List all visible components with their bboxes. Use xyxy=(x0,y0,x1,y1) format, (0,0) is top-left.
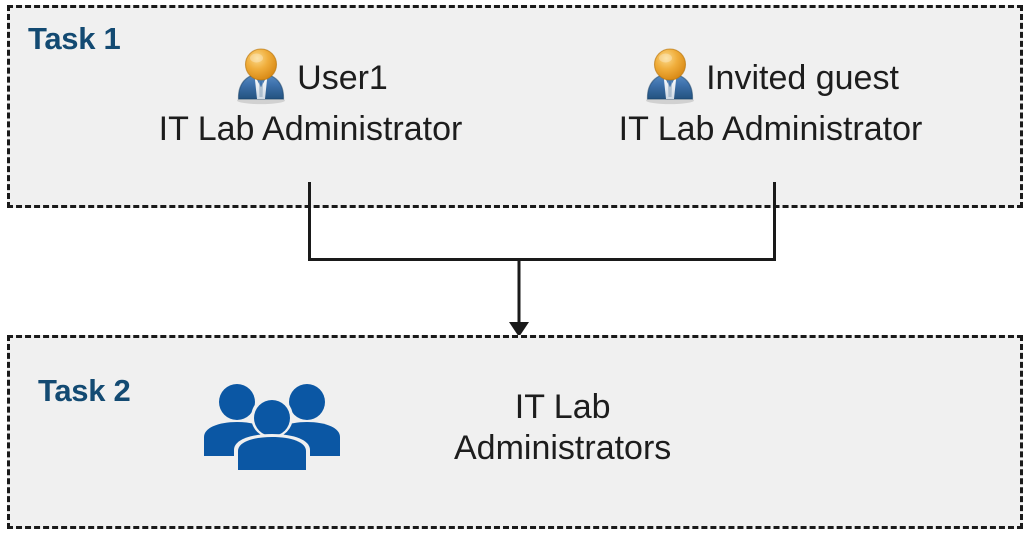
task-2-label: Task 2 xyxy=(38,373,131,408)
task-1-container xyxy=(7,5,1023,208)
group-it-lab-administrators: IT Lab Administrators xyxy=(200,380,900,475)
task-2-container xyxy=(7,335,1023,529)
user-icon xyxy=(233,47,289,110)
person-invited-guest-header: Invited guest xyxy=(588,47,953,110)
person-user1-role: IT Lab Administrator xyxy=(158,110,463,148)
group-of-people-icon xyxy=(200,380,344,475)
person-user1-name: User1 xyxy=(297,59,388,97)
person-invited-guest-role: IT Lab Administrator xyxy=(618,110,923,148)
person-invited-guest: Invited guest IT Lab Administrator xyxy=(588,47,953,148)
task-1-label: Task 1 xyxy=(28,21,121,56)
person-user1-header: User1 xyxy=(128,47,493,110)
user-icon xyxy=(642,47,698,110)
person-invited-guest-name: Invited guest xyxy=(706,59,899,97)
group-name-label: IT Lab Administrators xyxy=(454,387,672,467)
person-user1: User1 IT Lab Administrator xyxy=(128,47,493,148)
